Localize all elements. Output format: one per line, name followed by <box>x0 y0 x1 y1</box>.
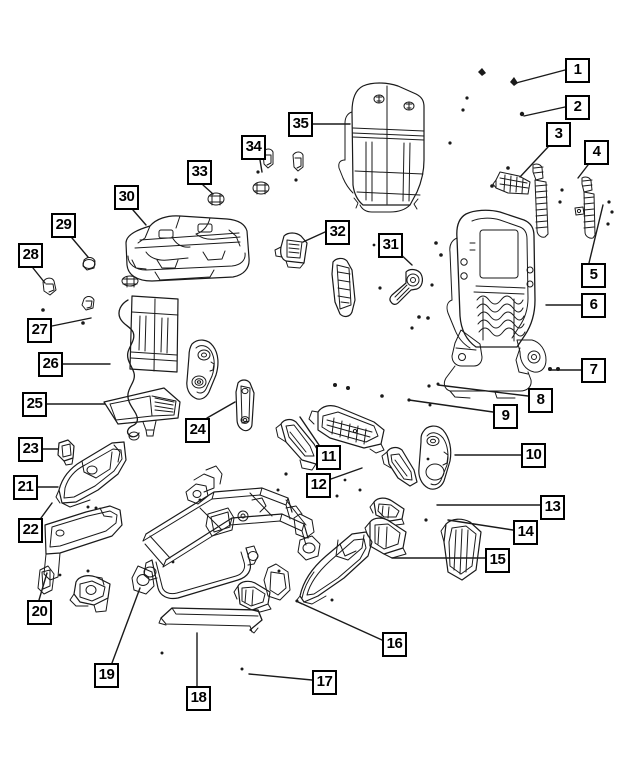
part-recliner-handle-left <box>186 339 219 400</box>
leader-line-3 <box>519 146 549 178</box>
callout-32[interactable]: 32 <box>325 220 350 245</box>
part-triangular-bracket-12 <box>275 418 323 471</box>
leader-line-28 <box>32 267 46 284</box>
part-seat-cushion-pan <box>125 215 250 282</box>
callout-26[interactable]: 26 <box>38 352 63 377</box>
callout-13[interactable]: 13 <box>540 495 565 520</box>
leader-line-14 <box>447 519 514 531</box>
leader-line-4 <box>577 164 589 179</box>
leader-line-8 <box>437 384 529 397</box>
part-seat-cable <box>118 299 140 441</box>
part-lever-arm-24 <box>235 379 255 432</box>
part-side-shield-32 <box>274 232 308 269</box>
callout-33[interactable]: 33 <box>187 160 212 185</box>
leader-line-9 <box>408 399 494 413</box>
part-seat-cushion-cover <box>103 387 181 437</box>
callout-34[interactable]: 34 <box>241 135 266 160</box>
callout-20[interactable]: 20 <box>27 600 52 625</box>
part-clip-13 <box>369 497 405 526</box>
leader-line-30 <box>132 209 147 226</box>
part-adjuster-rod-4 <box>574 176 596 239</box>
callout-11[interactable]: 11 <box>316 445 341 470</box>
leader-line-19 <box>111 587 141 664</box>
part-adjuster-rod-3 <box>532 163 549 238</box>
callout-6[interactable]: 6 <box>581 293 606 318</box>
callout-22[interactable]: 22 <box>18 518 43 543</box>
callout-28[interactable]: 28 <box>18 243 43 268</box>
callout-5[interactable]: 5 <box>581 263 606 288</box>
callout-7[interactable]: 7 <box>581 358 606 383</box>
callout-16[interactable]: 16 <box>382 632 407 657</box>
part-lower-side-trim-left <box>55 441 127 508</box>
part-handle-strip <box>492 171 531 195</box>
part-seat-back-cover <box>338 82 425 213</box>
part-long-trim-column <box>331 257 356 318</box>
callout-3[interactable]: 3 <box>546 122 571 147</box>
leader-line-12 <box>330 467 363 480</box>
leader-line-34 <box>259 159 263 173</box>
callout-21[interactable]: 21 <box>13 475 38 500</box>
leader-line-5 <box>588 204 604 264</box>
callout-35[interactable]: 35 <box>288 112 313 137</box>
part-seat-bracket-17 <box>233 580 272 613</box>
callout-30[interactable]: 30 <box>114 185 139 210</box>
callout-25[interactable]: 25 <box>22 392 47 417</box>
callout-4[interactable]: 4 <box>584 140 609 165</box>
callout-31[interactable]: 31 <box>378 233 403 258</box>
part-small-bracket-20 <box>37 565 55 595</box>
callout-18[interactable]: 18 <box>186 686 211 711</box>
callout-15[interactable]: 15 <box>485 548 510 573</box>
callout-27[interactable]: 27 <box>27 318 52 343</box>
leader-line-24 <box>206 401 236 419</box>
leader-line-32 <box>302 231 326 243</box>
part-seat-bracket-19 <box>69 575 111 613</box>
leader-line-33 <box>202 184 214 195</box>
part-grommets-hooks <box>41 148 304 325</box>
leader-line-22 <box>40 502 53 519</box>
leader-line-11 <box>299 416 320 446</box>
callout-24[interactable]: 24 <box>185 418 210 443</box>
callout-17[interactable]: 17 <box>312 670 337 695</box>
part-clip-23 <box>57 439 75 466</box>
part-seat-bracket-16 <box>364 517 407 559</box>
callout-29[interactable]: 29 <box>51 213 76 238</box>
callout-9[interactable]: 9 <box>493 404 518 429</box>
part-recliner-handle-right <box>418 425 452 490</box>
leader-line-16 <box>295 600 383 641</box>
callout-12[interactable]: 12 <box>306 473 331 498</box>
part-long-bracket-11 <box>308 405 385 454</box>
leader-line-2 <box>523 106 566 117</box>
part-seat-back-panel <box>129 295 179 373</box>
callout-2[interactable]: 2 <box>565 95 590 120</box>
leader-line-1 <box>515 69 566 84</box>
leader-line-17 <box>248 673 313 681</box>
callout-8[interactable]: 8 <box>528 388 553 413</box>
callout-14[interactable]: 14 <box>513 520 538 545</box>
leader-line-27 <box>51 317 92 327</box>
callout-1[interactable]: 1 <box>565 58 590 83</box>
callout-19[interactable]: 19 <box>94 663 119 688</box>
leader-line-29 <box>71 237 89 258</box>
part-seat-track-assembly <box>131 465 321 601</box>
callout-23[interactable]: 23 <box>18 437 43 462</box>
callout-10[interactable]: 10 <box>521 443 546 468</box>
leader-line-20 <box>38 572 48 601</box>
part-long-side-trim-15 <box>295 531 373 605</box>
part-small-triangular-bracket <box>381 446 418 487</box>
part-side-trim-14 <box>440 518 482 581</box>
part-recliner-lever-31 <box>389 268 423 305</box>
part-wire-rod-18 <box>158 607 263 634</box>
